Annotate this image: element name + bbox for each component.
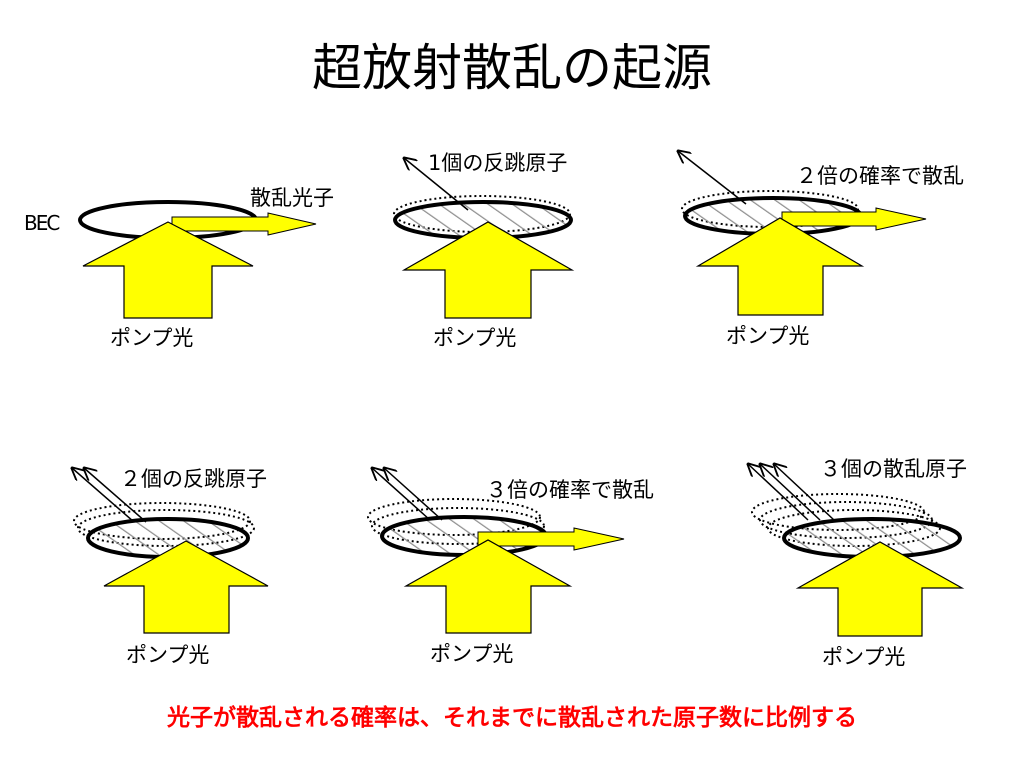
recoil-atom-arrow [384, 468, 443, 521]
recoil-atom-label: ２個の反跳原子 [120, 467, 267, 491]
recoil-atom-arrow [404, 158, 469, 211]
recoil-atom-arrow [678, 151, 747, 205]
recoil-atom-arrow [748, 464, 809, 521]
pump-light-arrow [401, 221, 575, 319]
recoil-atom-arrow [774, 464, 835, 521]
probability-label: ３倍の確率で散乱 [486, 478, 654, 502]
panel-2: 1個の反跳原子 ポンプ光 [393, 151, 575, 350]
panel-3: ２倍の確率で散乱 ポンプ光 [678, 151, 964, 348]
recoil-atom-arrow [372, 468, 431, 521]
pump-light-arrow [82, 221, 254, 319]
recoil-atom-cloud [73, 502, 251, 540]
panel-1: BEC 散乱光子 ポンプ光 [24, 186, 334, 350]
conclusion-caption: 光子が散乱される確率は、それまでに散乱された原子数に比例する [167, 705, 857, 731]
recoil-atom-cloud [77, 509, 255, 547]
scattered-photon-arrow [781, 207, 927, 231]
scattered-photon-label: 散乱光子 [250, 186, 334, 210]
pump-light-arrow [403, 539, 573, 634]
bec-label: BEC [24, 211, 59, 235]
pump-light-arrow [795, 541, 965, 637]
pump-light-label: ポンプ光 [726, 324, 809, 348]
panel-4: ２個の反跳原子 ポンプ光 [72, 467, 269, 667]
recoil-atom-label: 1個の反跳原子 [428, 151, 567, 175]
recoil-atom-arrow [84, 468, 147, 523]
recoil-atom-arrow [760, 464, 821, 521]
pump-light-label: ポンプ光 [126, 643, 209, 667]
pump-light-arrow [103, 540, 269, 634]
slide-title: 超放射散乱の起源 [312, 39, 712, 97]
recoil-atom-label: ３個の散乱原子 [820, 457, 967, 481]
pump-light-arrow [695, 217, 865, 316]
scattered-photon-arrow [171, 212, 317, 236]
pump-light-label: ポンプ光 [430, 642, 513, 666]
panel-6: ３個の散乱原子 ポンプ光 [748, 457, 967, 669]
recoil-atom-cloud [393, 195, 571, 233]
pump-light-label: ポンプ光 [822, 645, 905, 669]
pump-light-label: ポンプ光 [110, 326, 193, 350]
panel-5: ３倍の確率で散乱 ポンプ光 [367, 468, 654, 666]
probability-label: ２倍の確率で散乱 [796, 164, 964, 188]
pump-light-label: ポンプ光 [433, 326, 516, 350]
